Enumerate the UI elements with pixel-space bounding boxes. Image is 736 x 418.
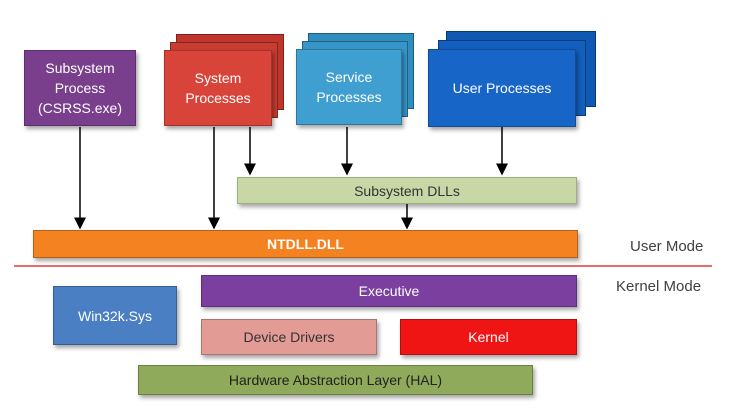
hal-box: Hardware Abstraction Layer (HAL): [138, 365, 533, 395]
win32k-box: Win32k.Sys: [53, 286, 177, 345]
device-drivers-box: Device Drivers: [201, 319, 377, 355]
kernel-box: Kernel: [400, 319, 577, 355]
kernel-mode-label: Kernel Mode: [616, 278, 702, 295]
user-processes-box: User Processes: [428, 49, 576, 127]
executive-box: Executive: [201, 275, 577, 307]
ntdll-box: NTDLL.DLL: [33, 230, 578, 258]
subsystem-process-box: Subsystem Process (CSRSS.exe): [24, 50, 136, 126]
system-processes-box: System Processes: [164, 50, 272, 126]
service-processes-box: Service Processes: [296, 49, 402, 125]
user-mode-label: User Mode: [630, 238, 704, 255]
subsystem-dlls-box: Subsystem DLLs: [237, 177, 577, 204]
